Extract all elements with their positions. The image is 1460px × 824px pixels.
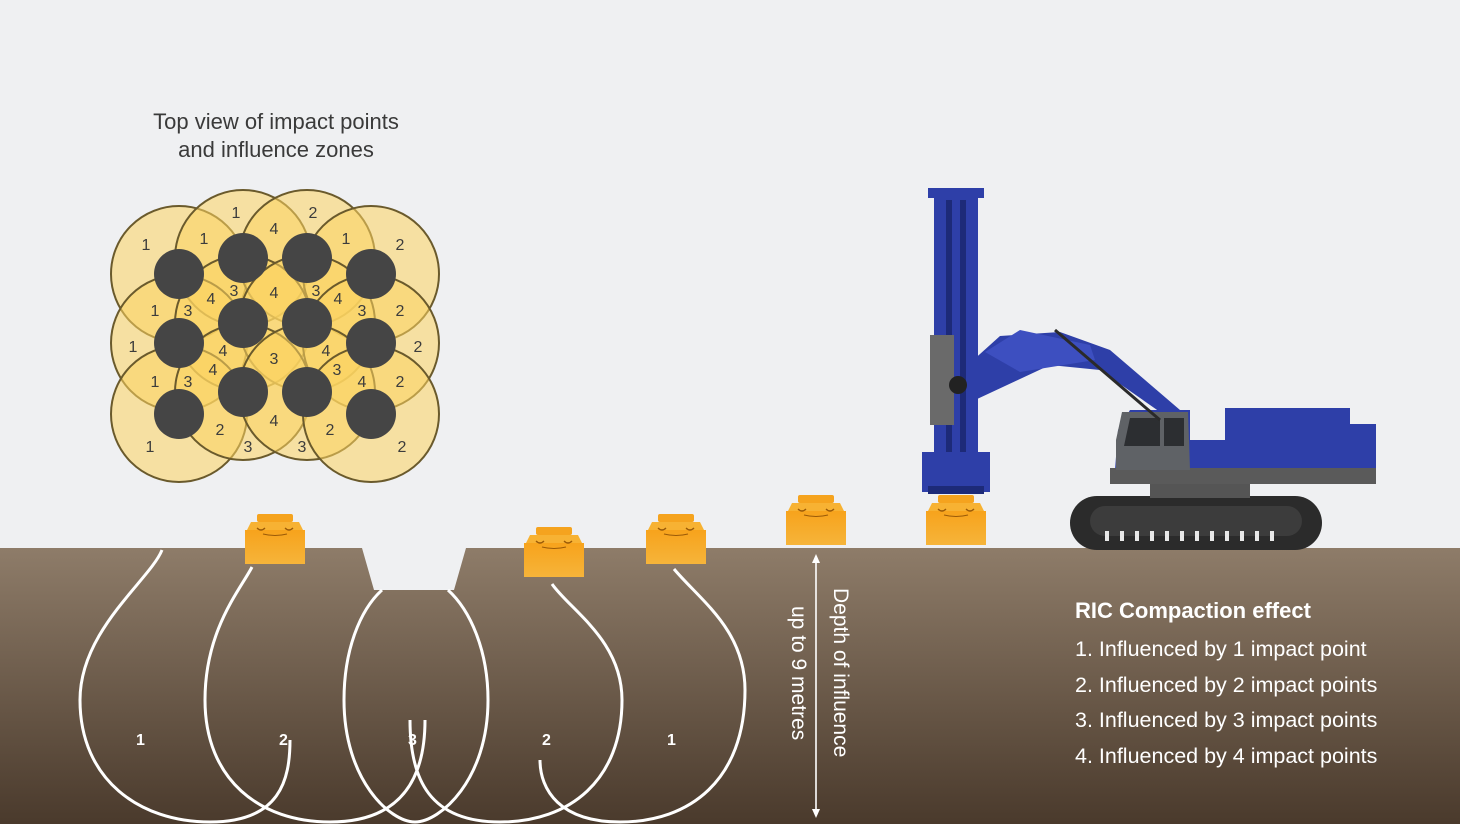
legend-item-1: 1. Influenced by 1 impact point: [1075, 637, 1367, 661]
depth-value-label: up to 9 metres: [787, 606, 810, 741]
tamping-foot-1: [244, 513, 306, 565]
tamping-foot-3: [645, 513, 707, 565]
zone-count-number: 2: [326, 422, 335, 439]
zone-count-number: 1: [151, 374, 160, 391]
zone-count-number: 4: [322, 343, 331, 360]
zone-count-number: 1: [146, 439, 155, 456]
zone-label-4: 2: [542, 732, 551, 749]
zone-count-number: 2: [398, 439, 407, 456]
zone-count-number: 3: [244, 439, 253, 456]
zone-count-number: 4: [358, 374, 367, 391]
zone-count-number: 4: [207, 291, 216, 308]
zone-count-number: 3: [358, 303, 367, 320]
tamping-foot-4: [785, 494, 847, 546]
zone-count-number: 1: [151, 303, 160, 320]
influence-bulb-3: [342, 588, 490, 824]
impact-point: [346, 389, 396, 439]
legend-title: RIC Compaction effect: [1075, 598, 1311, 623]
zone-count-number: 3: [184, 303, 193, 320]
zone-label-5: 1: [667, 732, 676, 749]
influence-bulb-4: [408, 583, 624, 824]
zone-label-2: 2: [279, 732, 288, 749]
zone-count-number: 2: [396, 374, 405, 391]
zone-count-number: 1: [342, 231, 351, 248]
impact-point: [282, 367, 332, 417]
zone-count-number: 1: [232, 205, 241, 222]
zone-count-number: 1: [142, 237, 151, 254]
depth-arrow: [812, 554, 820, 818]
impact-point: [154, 389, 204, 439]
zone-count-number: 4: [334, 291, 343, 308]
zone-count-number: 4: [270, 285, 279, 302]
zone-count-number: 2: [216, 422, 225, 439]
zone-count-number: 3: [270, 351, 279, 368]
zone-label-1: 1: [136, 732, 145, 749]
ric-excavator: [922, 188, 1376, 550]
zone-count-number: 4: [219, 343, 228, 360]
top-view-title-line1: Top view of impact points: [153, 109, 399, 134]
influence-bulb-1: [78, 549, 292, 824]
zone-count-number: 1: [129, 339, 138, 356]
zone-count-number: 3: [333, 362, 342, 379]
impact-point: [346, 318, 396, 368]
top-view-title-line2: and influence zones: [178, 137, 374, 162]
legend-item-4: 4. Influenced by 4 impact points: [1075, 743, 1378, 768]
zone-count-number: 4: [270, 221, 279, 238]
top-view-title: Top view of impact points and influence …: [110, 108, 442, 164]
tamping-foot-5: [925, 494, 987, 546]
zone-label-3: 3: [408, 732, 417, 749]
zone-count-number: 2: [396, 303, 405, 320]
ground: [0, 548, 1460, 824]
legend-item-3: 3. Influenced by 3 impact points: [1075, 708, 1378, 732]
zone-count-number: 3: [184, 374, 193, 391]
influence-bulb-2: [203, 566, 427, 824]
zone-count-number: 1: [200, 231, 209, 248]
impact-point: [154, 318, 204, 368]
zone-count-number: 3: [298, 439, 307, 456]
zone-count-number: 2: [309, 205, 318, 222]
impact-point: [218, 298, 268, 348]
influence-bulbs: [78, 549, 747, 824]
impact-point: [218, 233, 268, 283]
zone-count-number: 3: [230, 283, 239, 300]
impact-point: [346, 249, 396, 299]
legend: RIC Compaction effect 1. Influenced by 1…: [1075, 598, 1377, 774]
zone-count-number: 2: [414, 339, 423, 356]
impact-point: [218, 367, 268, 417]
zone-count-number: 4: [270, 413, 279, 430]
zone-count-number: 3: [312, 283, 321, 300]
tamping-foot-2: [523, 526, 585, 578]
zone-count-number: 2: [396, 237, 405, 254]
impact-point: [154, 249, 204, 299]
legend-item-2: 2. Influenced by 2 impact points: [1075, 672, 1378, 697]
depth-of-influence-label: Depth of influence: [829, 588, 852, 758]
impact-point: [282, 298, 332, 348]
impact-point: [282, 233, 332, 283]
zone-count-number: 4: [209, 362, 218, 379]
influence-bulb-5: [538, 568, 747, 824]
